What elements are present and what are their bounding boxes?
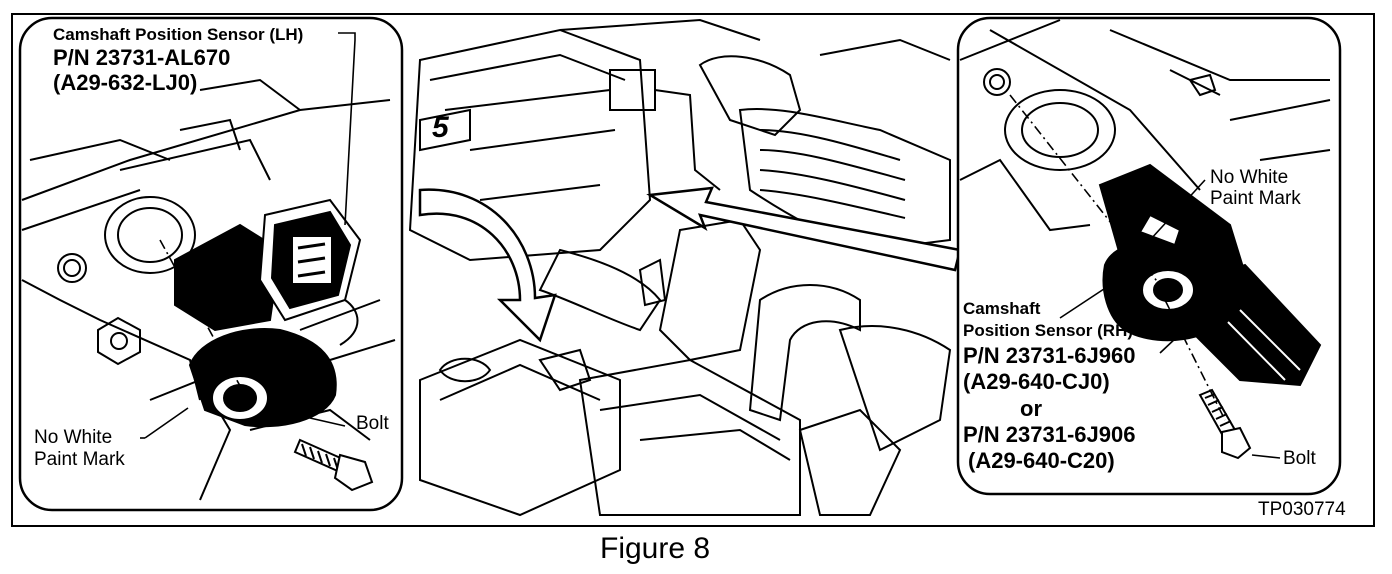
rh-camshaft-sensor: [1098, 163, 1322, 387]
lh-sensor-title: Camshaft Position Sensor (LH): [53, 25, 304, 44]
lh-alt-number: (A29-632-LJ0): [53, 70, 198, 95]
figure-caption: Figure 8: [600, 532, 711, 565]
lh-part-number: P/N 23731-AL670: [53, 45, 231, 70]
rh-sensor-title-line2: Position Sensor (RH): [963, 321, 1134, 340]
lh-inset-line-art: [21, 78, 396, 501]
lh-bolt-label: Bolt: [356, 413, 389, 434]
engine-line-art: [408, 18, 952, 517]
rh-bolt: [1198, 388, 1252, 460]
lh-bolt: [293, 438, 374, 492]
lh-camshaft-sensor: [174, 198, 362, 428]
rh-paint-mark-line1: No White: [1210, 167, 1289, 188]
rh-leader-lines: [1009, 94, 1281, 459]
rh-alt-number-1: (A29-640-CJ0): [963, 369, 1110, 394]
lh-paint-mark-line2: Paint Mark: [34, 449, 125, 470]
lh-paint-mark-line1: No White: [34, 427, 113, 448]
engine-marking: 5: [432, 111, 449, 144]
lh-leader-lines: [140, 32, 356, 439]
rh-or-text: or: [1020, 396, 1042, 421]
reference-code: TP030774: [1258, 499, 1346, 520]
rh-location-arrow: [646, 186, 962, 272]
rh-part-number-2: P/N 23731-6J906: [963, 422, 1136, 447]
rh-bolt-label: Bolt: [1283, 448, 1316, 469]
rh-paint-mark-line2: Paint Mark: [1210, 188, 1301, 209]
lh-location-arrow: [418, 188, 557, 343]
rh-part-number-1: P/N 23731-6J960: [963, 343, 1136, 368]
rh-alt-number-2: (A29-640-C20): [968, 448, 1115, 473]
rh-inset-line-art: [959, 19, 1331, 232]
rh-sensor-title-line1: Camshaft: [963, 299, 1041, 318]
